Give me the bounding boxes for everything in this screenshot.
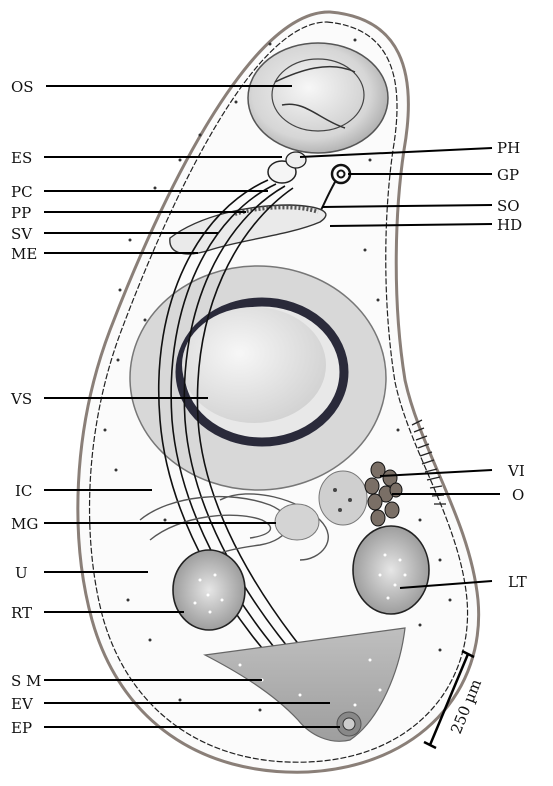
mehlis-gland — [275, 504, 319, 540]
label-ev: EV — [11, 695, 34, 713]
label-os: OS — [11, 78, 34, 96]
label-hd: HD — [497, 216, 522, 234]
label-ph: PH — [497, 139, 520, 157]
right-testis — [173, 550, 245, 630]
label-es: ES — [11, 149, 32, 167]
label-lt: LT — [508, 573, 527, 591]
label-sv: SV — [11, 225, 33, 243]
excretory-pore — [337, 712, 361, 736]
label-vs: VS — [10, 390, 32, 408]
label-u: U — [15, 564, 28, 582]
ventral-sucker — [130, 266, 386, 490]
left-testis — [353, 526, 429, 614]
label-ep: EP — [11, 719, 32, 737]
label-pp: PP — [11, 204, 31, 222]
label-o: O — [512, 486, 524, 504]
label-so: SO — [497, 197, 520, 215]
label-rt: RT — [11, 604, 32, 622]
label-vi: VI — [507, 462, 525, 480]
ovary — [319, 471, 367, 525]
label-mg: MG — [11, 515, 38, 533]
label-sm: S M — [11, 672, 41, 690]
label-ic: IC — [15, 482, 32, 500]
label-me: ME — [11, 245, 37, 263]
label-pc: PC — [11, 183, 33, 201]
oral-sucker — [248, 43, 388, 153]
label-gp: GP — [497, 166, 519, 184]
